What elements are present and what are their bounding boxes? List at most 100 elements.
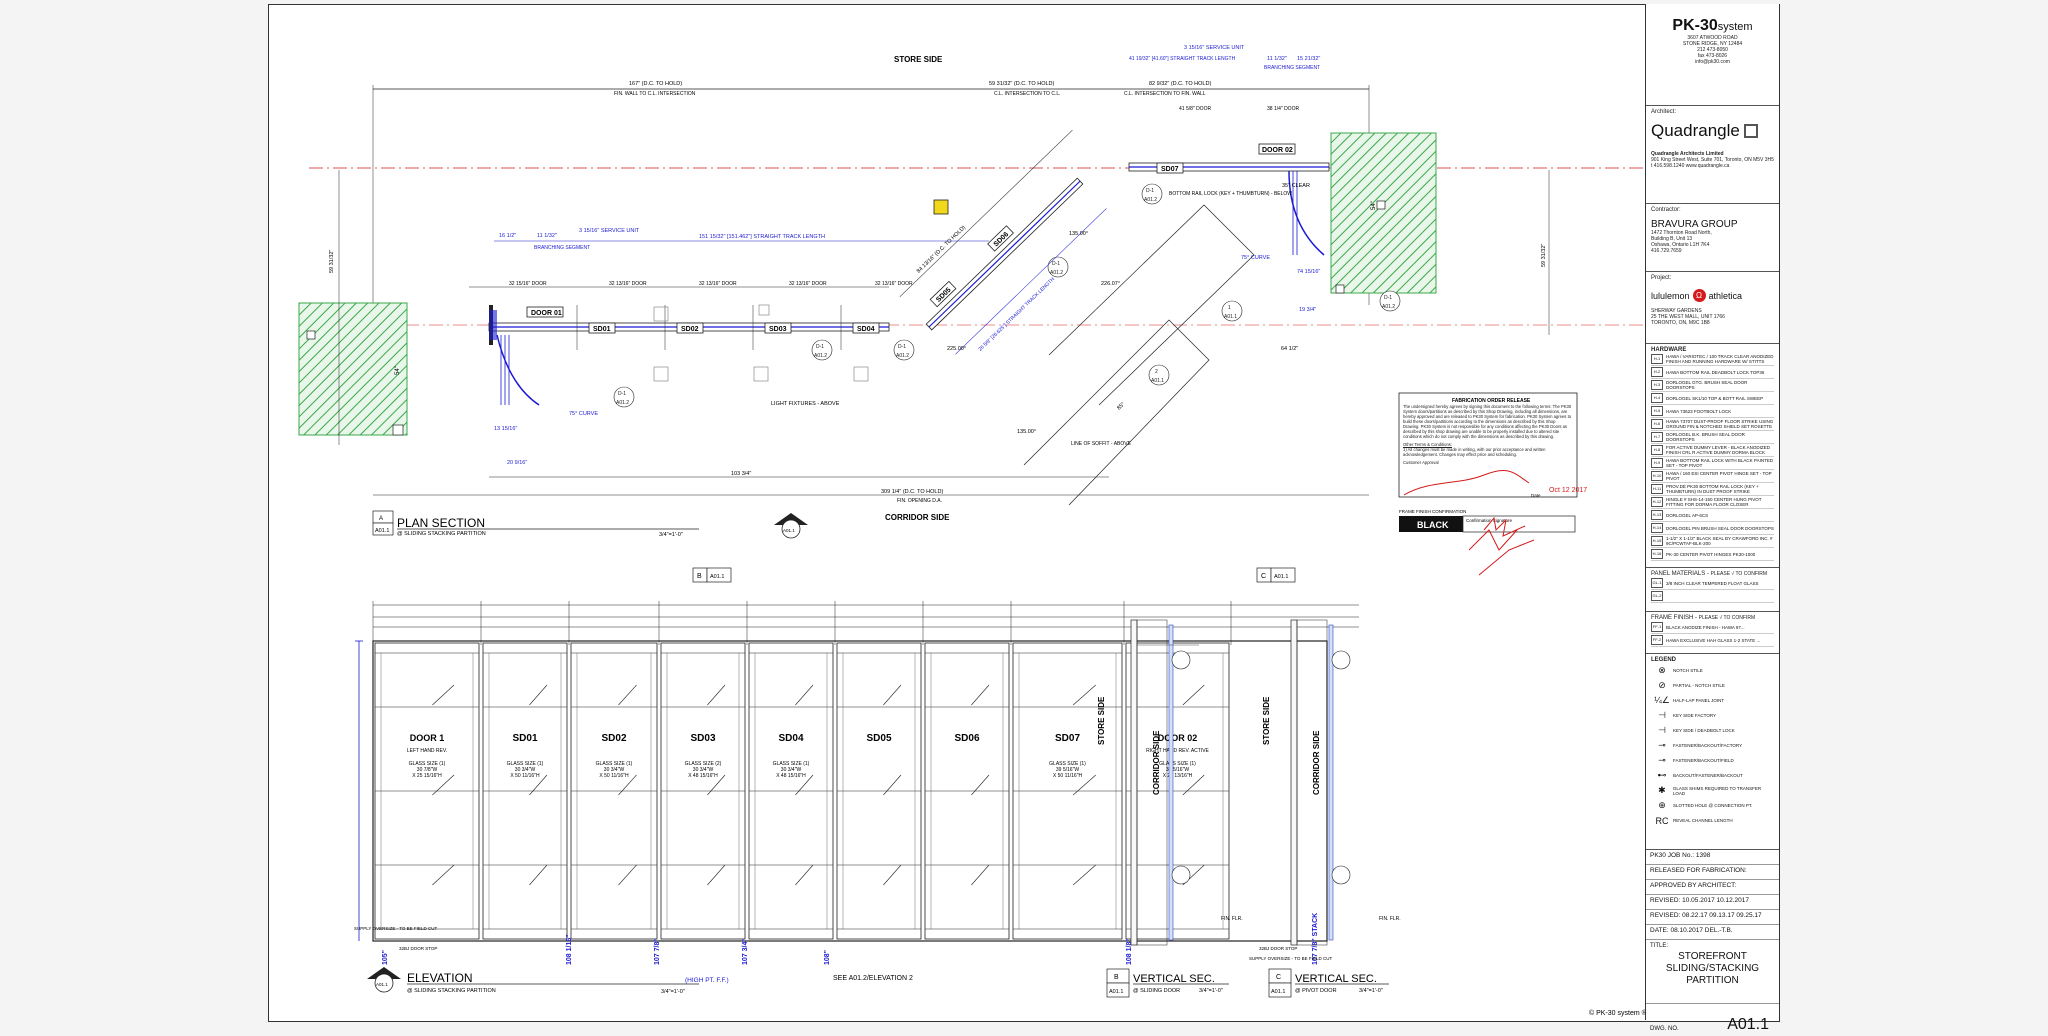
architect-block: Architect: Quadrangle Quadrangle Archite… — [1646, 106, 1779, 204]
dim-mid: 59 31/32" (D.C. TO HOLD) — [989, 81, 1054, 87]
frame-finish-swatch — [1399, 516, 1463, 532]
elevation-panel-name: SD06 — [954, 733, 979, 744]
architect-logo-square-icon — [1743, 124, 1758, 138]
angle-226: 226.07° — [1101, 281, 1120, 287]
vertical-section-b: STORE SIDE CORRIDOR SIDE FIN. FLR. B A01… — [1097, 619, 1243, 998]
legend-symbol-icon: ¼∠ — [1654, 695, 1670, 705]
legend-symbol-icon: ✱ — [1658, 785, 1666, 795]
door01-tag[interactable]: DOOR 01 — [526, 306, 564, 318]
svg-text:D-1: D-1 — [618, 391, 626, 397]
elevation-panel-sub: RIGHT HAND REV. ACTIVE — [1146, 748, 1209, 754]
elevation-tag-b[interactable]: B A01.1 — [692, 567, 732, 583]
svg-text:A01.2: A01.2 — [1144, 197, 1157, 203]
warning-marker — [933, 199, 949, 215]
legend-text: HALF-LAP PANEL JOINT — [1673, 698, 1725, 703]
legend-text: KEY SIDE FACTORY — [1673, 713, 1717, 718]
svg-text:B: B — [1114, 974, 1119, 981]
elevation-panel-6[interactable]: SD05 — [836, 642, 922, 940]
hardware-code: H-4 — [1651, 393, 1663, 403]
frame-finish-code: FF-2 — [1651, 635, 1663, 645]
legend-symbol-icon: ⊸ — [1658, 740, 1666, 750]
left-height-dim: 59 31/32" — [329, 250, 335, 273]
dim-74: 74 15/16" — [1297, 269, 1320, 275]
elevation-tag-c[interactable]: C A01.1 — [1256, 567, 1296, 583]
angle-135a: 135.00° — [1069, 231, 1088, 237]
svg-text:PLAN SECTION: PLAN SECTION — [397, 516, 485, 530]
brand-email[interactable]: info@pk30.com — [1695, 59, 1730, 65]
contractor-line4: 416.729.7659 — [1651, 248, 1682, 254]
legend-text: FASTENER/BACKOUT/FACTORY — [1673, 743, 1743, 748]
svg-text:A01.1: A01.1 — [710, 574, 724, 580]
released-label: RELEASED FOR FABRICATION: — [1646, 865, 1779, 880]
plan-title: A A01.1 PLAN SECTION @ SLIDING STACKING … — [372, 510, 699, 538]
legend-item: ⊕SLOTTED HOLE @ CONNECTION PT. — [1651, 798, 1774, 813]
plan-panel-tag-3[interactable]: SD03 — [764, 322, 792, 334]
svg-text:A01.1: A01.1 — [1109, 989, 1123, 995]
panel-material-item[interactable]: GL-2 — [1651, 590, 1774, 603]
hardware-code: H-15 — [1651, 536, 1663, 546]
elevation-height-dim: 105" — [382, 950, 389, 965]
panel-materials-block: PANEL MATERIALS - PLEASE √ TO CONFIRM GL… — [1646, 568, 1779, 612]
plan-panel-tag-4[interactable]: SD04 — [852, 322, 880, 334]
elevation-height-dim: 108" — [824, 950, 831, 965]
supply-left: SUPPLY OVERSIZE - TO BE FIELD CUT — [354, 926, 437, 931]
release-body: The undersigned hereby agrees by signing… — [1403, 404, 1572, 439]
svg-text:@ PIVOT DOOR: @ PIVOT DOOR — [1295, 988, 1337, 994]
corridor-side-label: CORRIDOR SIDE — [885, 513, 950, 522]
legend-item: ⊸ FASTENER/BACKOUT/FACTORY — [1651, 738, 1774, 753]
elevation-panel-7[interactable]: SD06 — [924, 642, 1010, 940]
svg-text:@ SLIDING DOOR: @ SLIDING DOOR — [1133, 988, 1180, 994]
plan-panel-tag-2[interactable]: SD02 — [676, 322, 704, 334]
svg-text:D-1: D-1 — [898, 344, 906, 350]
elevation-panel-sub: LEFT HAND REV. — [407, 748, 447, 754]
architect-address: 901 King Street West, Suite 701, Toronto… — [1651, 157, 1774, 163]
hardware-code: H-3 — [1651, 380, 1663, 390]
frame-finish-label: FRAME FINISH CONFIRMATION — [1399, 509, 1466, 514]
svg-text:SD07: SD07 — [1161, 166, 1179, 173]
sd07-tag-plan[interactable]: SD07 — [1156, 162, 1184, 174]
dim-19: 19 3/4" — [1299, 307, 1316, 313]
frame-finish-text: HAWA EXCLUSIVE HAH GLASS 1-2 STATE ... — [1666, 637, 1761, 643]
project-line2: 25 THE WEST MALL, UNIT 1766 — [1651, 314, 1725, 320]
hardware-code: H-5 — [1651, 406, 1663, 416]
svg-text:CORRIDOR SIDE: CORRIDOR SIDE — [1152, 730, 1161, 795]
dim-11: 11 1/32" — [537, 233, 557, 239]
elevation-panel-name: SD03 — [690, 733, 715, 744]
elevation-height-dim: 107 7/8" STACK — [1312, 913, 1319, 965]
title-block: PK-30system 3607 ATWOOD ROAD STONE RIDGE… — [1645, 4, 1779, 1033]
legend-symbol-icon: ⊸ — [1658, 755, 1666, 765]
svg-text:C: C — [1276, 974, 1281, 981]
angle-135b: 135.00° — [1017, 429, 1036, 435]
plan-panel-tag-1[interactable]: SD01 — [588, 322, 616, 334]
hardware-text: DORLOGEL PIN BRUSH SEAL DOOR DOORSTOPS — [1666, 525, 1774, 531]
legend-text: NOTCH STILE — [1673, 668, 1703, 673]
door02-tag[interactable]: DOOR 02 — [1258, 143, 1296, 155]
left-wall-hatch — [298, 302, 408, 436]
track-length-left: 151 15/32" [151.462"] STRAIGHT TRACK LEN… — [699, 234, 825, 240]
right-height-dim: 59 31/32" — [1541, 244, 1547, 267]
elevation-panel-name: DOOR 1 — [410, 733, 445, 743]
date-row: DATE: 08.10.2017 DEL.-T.B. — [1646, 925, 1779, 940]
brand-block: PK-30system 3607 ATWOOD ROAD STONE RIDGE… — [1646, 4, 1779, 106]
svg-text:@ SLIDING STACKING PARTITION: @ SLIDING STACKING PARTITION — [397, 531, 486, 537]
legend-symbol-icon: ⊘ — [1658, 680, 1666, 690]
